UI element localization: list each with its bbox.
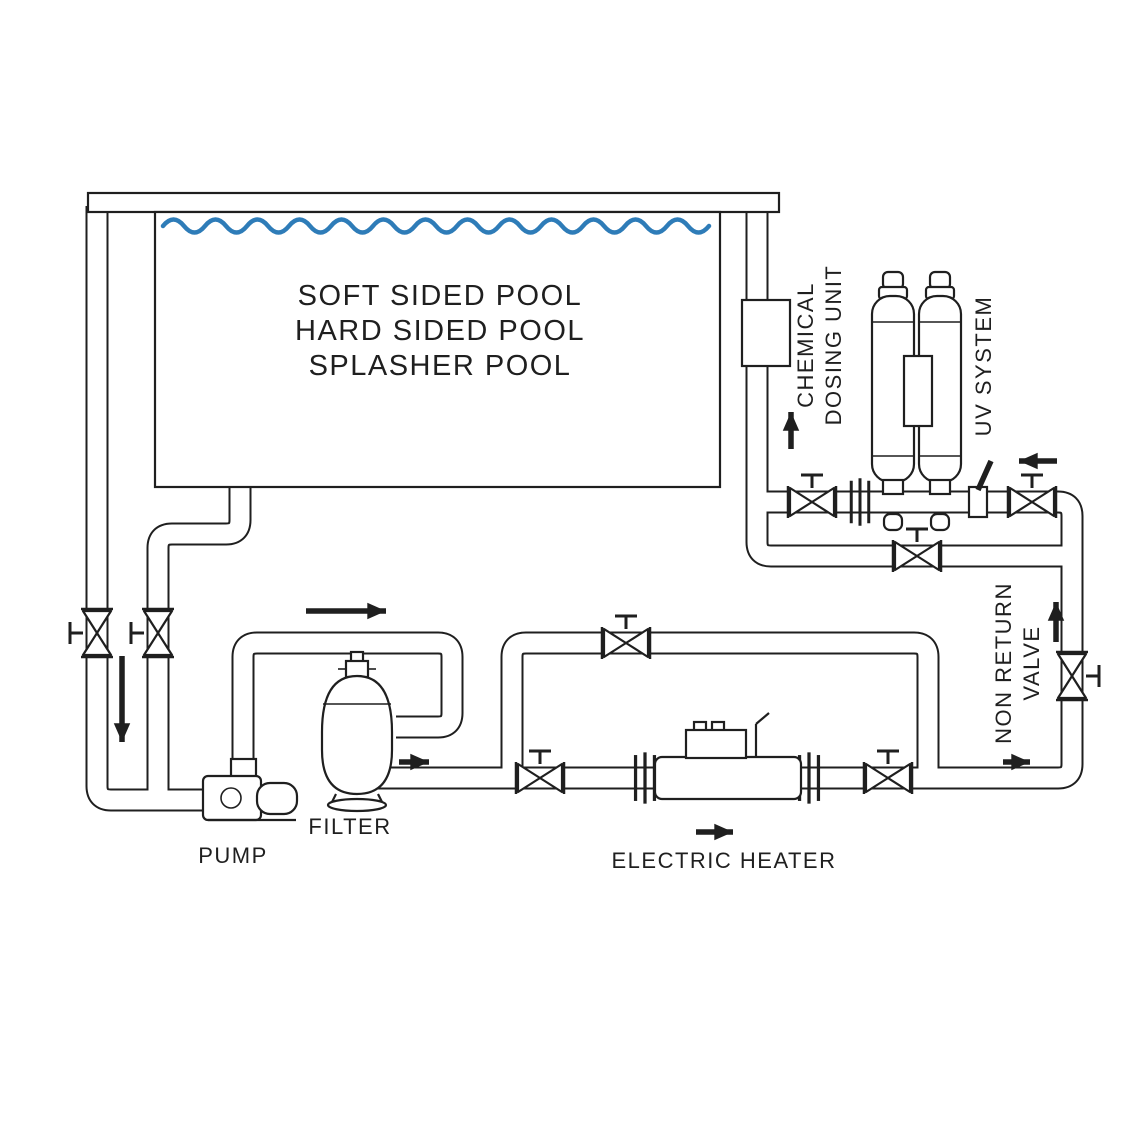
heater-lever bbox=[755, 712, 770, 725]
filter-vessel bbox=[320, 674, 394, 796]
pool: SOFT SIDED POOL HARD SIDED POOL SPLASHER… bbox=[86, 191, 781, 489]
pool-label-line2: HARD SIDED POOL bbox=[295, 315, 585, 347]
pool-body bbox=[153, 210, 722, 489]
pump bbox=[201, 757, 299, 822]
uv-system-label: UV SYSTEM bbox=[971, 296, 996, 437]
uv-drain-cap bbox=[882, 512, 904, 532]
electric-heater-label: ELECTRIC HEATER bbox=[611, 848, 836, 873]
electric-heater bbox=[633, 712, 821, 806]
pool-rim bbox=[86, 191, 781, 214]
pump-label: PUMP bbox=[198, 843, 268, 868]
uv-drain-cap bbox=[929, 512, 951, 532]
uv-outlet-fitting bbox=[967, 485, 989, 519]
chemical-dosing-label-line2: DOSING UNIT bbox=[821, 265, 846, 426]
pump-housing bbox=[201, 774, 263, 822]
filter bbox=[320, 650, 394, 813]
chemical-dosing-box bbox=[740, 298, 792, 368]
component-labels: PUMP FILTER ELECTRIC HEATER CHEMICAL DOS… bbox=[198, 265, 1044, 873]
filter-label: FILTER bbox=[308, 814, 391, 839]
uv-system bbox=[849, 270, 994, 532]
chemical-dosing-label-line1: CHEMICAL bbox=[793, 282, 818, 408]
pool-label-line3: SPLASHER POOL bbox=[309, 350, 572, 382]
water-line bbox=[160, 217, 712, 235]
heater-control-box bbox=[684, 728, 748, 760]
flow-arrows bbox=[113, 412, 1065, 841]
fitting-lever bbox=[975, 459, 994, 492]
uv-display-window bbox=[902, 354, 934, 428]
pool-label-line1: SOFT SIDED POOL bbox=[298, 280, 583, 312]
heater-body bbox=[653, 755, 803, 801]
filter-base bbox=[326, 797, 388, 813]
filter-top-valve bbox=[344, 659, 370, 679]
pipe-network-bore bbox=[87, 203, 1082, 810]
non-return-valve-label-line2: VALVE bbox=[1019, 625, 1044, 700]
pump-volute bbox=[220, 787, 242, 809]
chemical-dosing-unit bbox=[740, 298, 792, 368]
pump-motor bbox=[255, 781, 299, 816]
non-return-valve-label-line1: NON RETURN bbox=[991, 582, 1016, 744]
